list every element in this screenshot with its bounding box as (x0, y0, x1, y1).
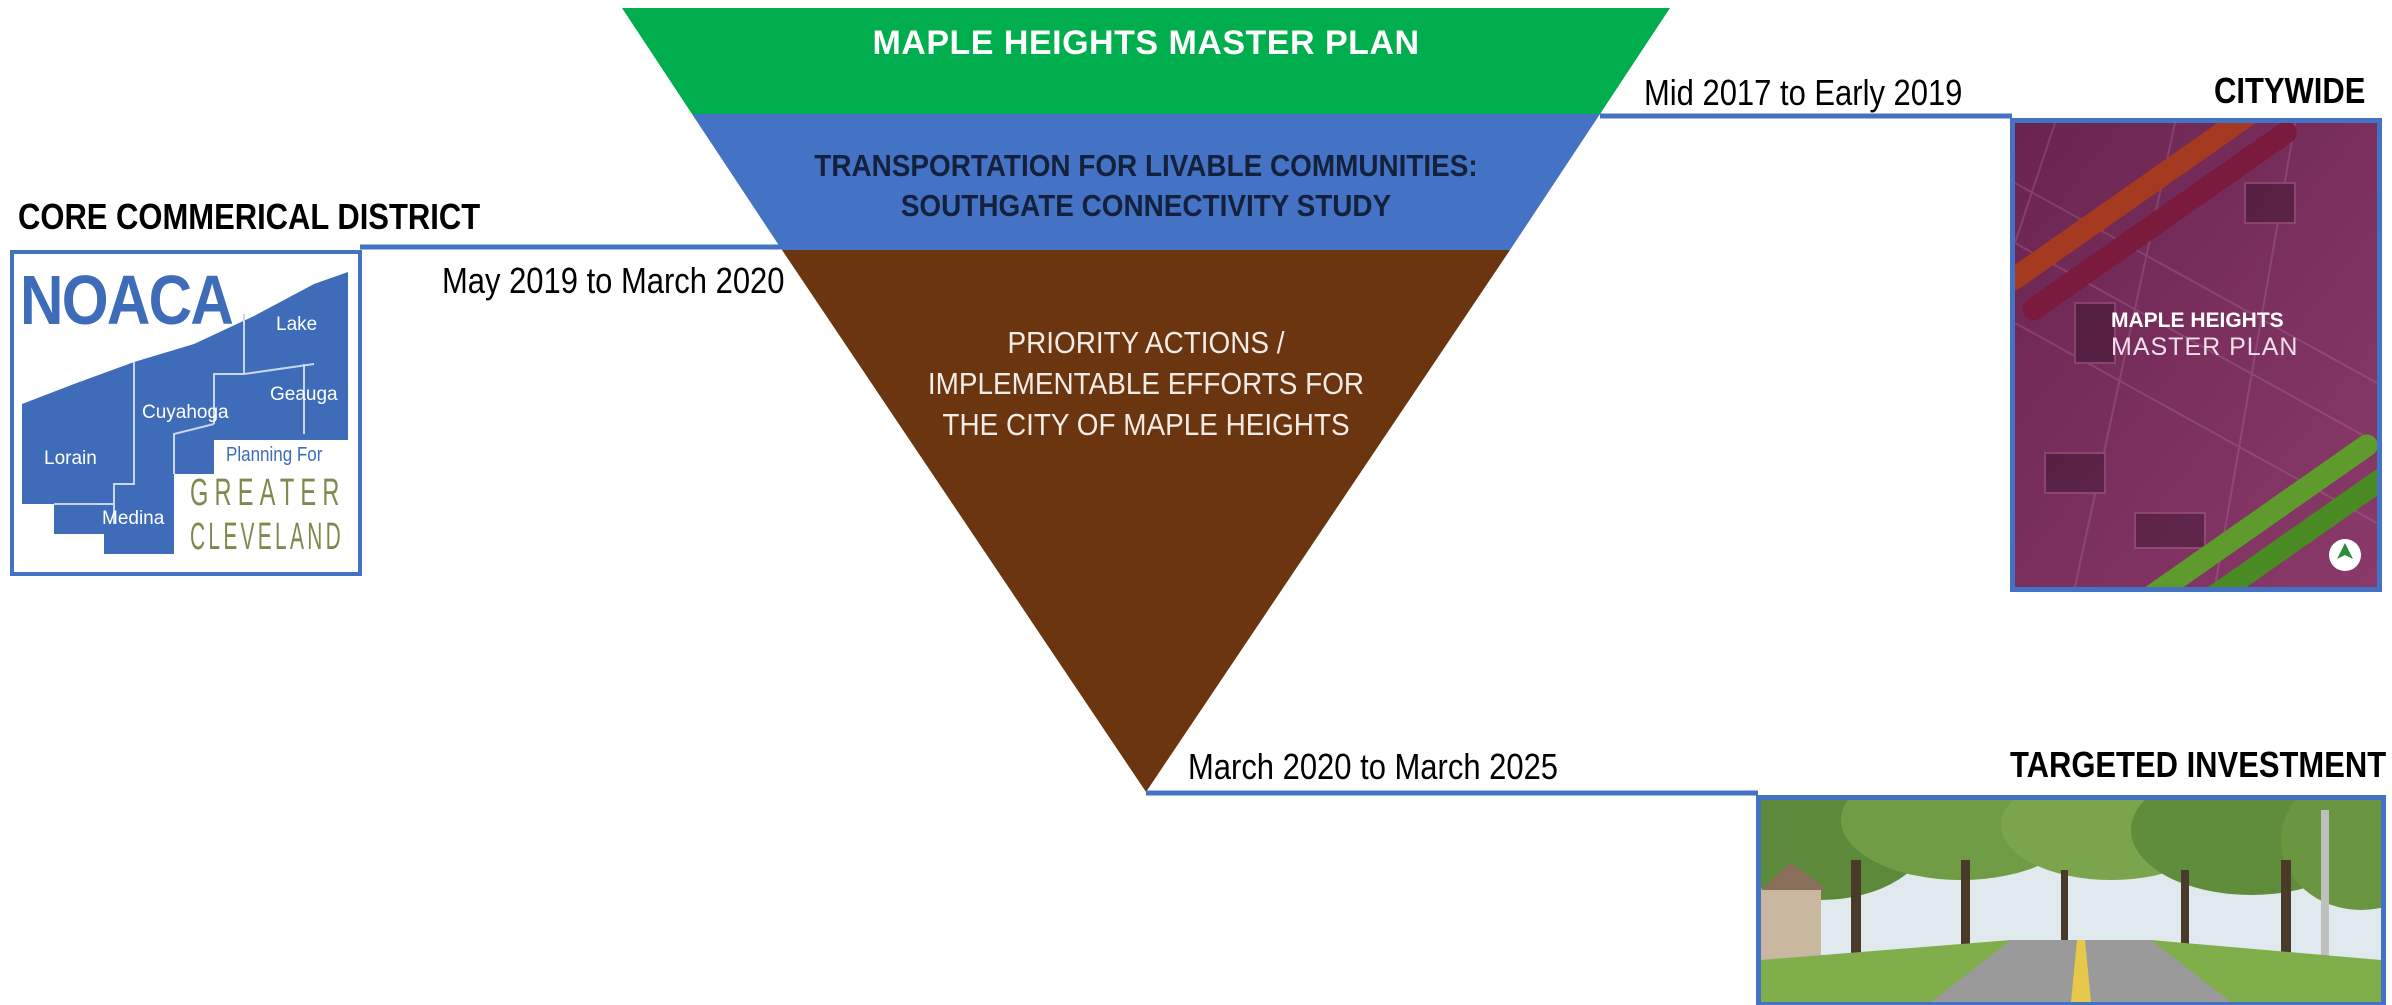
tier-middle-shape (692, 114, 1600, 250)
tier-middle-label-line2: SOUTHGATE CONNECTIVITY STUDY (900, 188, 1392, 223)
tier-top-label-wrap: MAPLE HEIGHTS MASTER PLAN (700, 24, 1592, 63)
noaca-tagline: Planning For (226, 444, 323, 466)
tier-bottom-shape (782, 250, 1510, 792)
tier-top-shape (622, 8, 1670, 114)
noaca-cleveland: CLEVELAND (190, 516, 344, 558)
tier-bottom-label-wrap: PRIORITY ACTIONS / IMPLEMENTABLE EFFORTS… (850, 322, 1442, 445)
noaca-logo-name: NOACA (20, 261, 234, 339)
noaca-county-cuyahoga: Cuyahoga (142, 402, 229, 423)
tier-bottom-label-line1: PRIORITY ACTIONS / (1007, 325, 1285, 360)
tier-bottom-label-line2: IMPLEMENTABLE EFFORTS FOR (927, 366, 1365, 401)
noaca-map-graphic (22, 272, 358, 572)
tier-top-label: MAPLE HEIGHTS MASTER PLAN (872, 24, 1420, 62)
master-plan-cover-frame: MAPLE HEIGHTS MASTER PLAN (2010, 118, 2382, 592)
master-plan-cover-image (2015, 123, 2377, 587)
cover-title-line2: MASTER PLAN (2111, 333, 2299, 361)
noaca-county-lorain: Lorain (44, 448, 97, 469)
noaca-greater: GREATER (190, 472, 346, 514)
tier-middle-label-line1: TRANSPORTATION FOR LIVABLE COMMUNITIES: (814, 148, 1478, 183)
cover-decor-stripes (2015, 123, 2377, 587)
core-dates: May 2019 to March 2020 (442, 260, 785, 301)
tier-middle-label-wrap: TRANSPORTATION FOR LIVABLE COMMUNITIES: … (720, 146, 1572, 226)
street-photo-image (1761, 800, 2381, 1002)
noaca-logo-frame: NOACA Lake Geauga Cuyahoga Lorain Medina… (10, 250, 362, 576)
targeted-heading: TARGETED INVESTMENT (2010, 744, 2387, 785)
core-heading: CORE COMMERICAL DISTRICT (18, 196, 481, 237)
cover-title-line1: MAPLE HEIGHTS (2111, 309, 2284, 332)
citywide-heading: CITYWIDE (2214, 70, 2366, 111)
noaca-county-geauga: Geauga (270, 384, 338, 405)
noaca-county-medina: Medina (102, 508, 165, 529)
noaca-county-lake: Lake (276, 314, 318, 335)
street-photo-frame (1756, 795, 2386, 1005)
citywide-dates: Mid 2017 to Early 2019 (1644, 72, 1963, 113)
targeted-dates: March 2020 to March 2025 (1188, 746, 1559, 787)
tier-bottom-label-line3: THE CITY OF MAPLE HEIGHTS (942, 407, 1350, 442)
